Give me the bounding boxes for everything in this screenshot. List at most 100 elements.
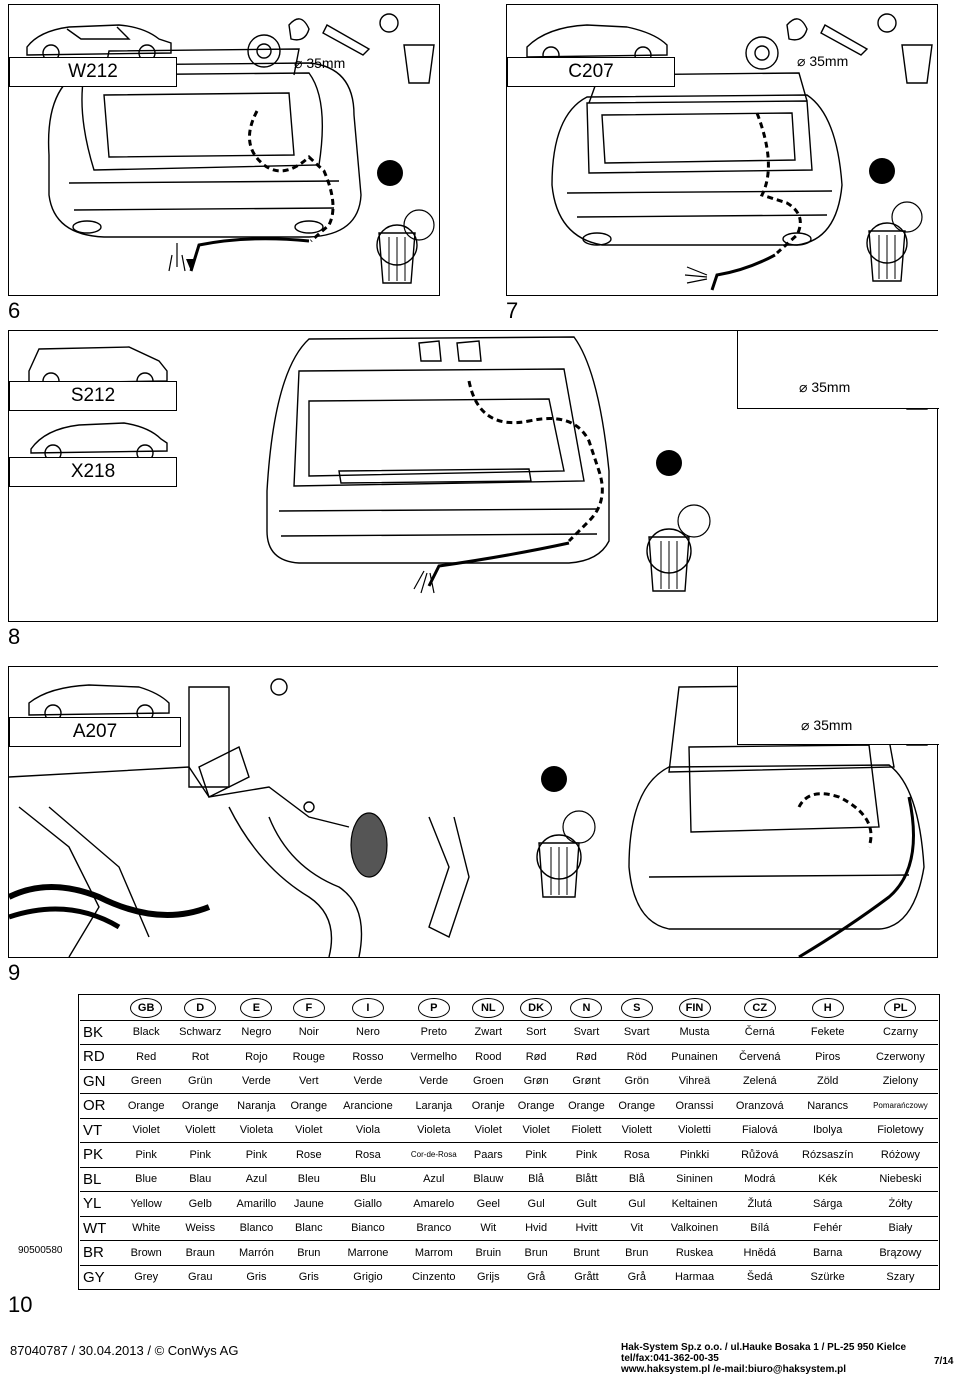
color-name-cell: Černá xyxy=(727,1019,793,1045)
color-name-cell: Narancs xyxy=(792,1093,863,1118)
color-name-cell: Orange xyxy=(283,1093,334,1118)
color-name-cell: Żółty xyxy=(862,1191,938,1216)
step-number-10: 10 xyxy=(8,1292,33,1317)
color-name-cell: Rot xyxy=(171,1044,230,1069)
color-name-cell: Orange xyxy=(561,1093,612,1118)
color-name-cell: Naranja xyxy=(229,1093,284,1118)
code-header xyxy=(80,996,121,1020)
language-code-badge: CZ xyxy=(743,997,776,1018)
color-name-cell: Marrón xyxy=(229,1240,284,1265)
language-header: D xyxy=(171,996,229,1020)
language-header: E xyxy=(229,996,283,1020)
vehicle-model-label: X218 xyxy=(9,457,177,487)
color-name-cell: Red xyxy=(121,1044,172,1069)
step-6-illustration xyxy=(26,13,435,284)
color-name-cell: Brun xyxy=(611,1240,662,1265)
color-name-cell: Czerwony xyxy=(862,1044,938,1069)
color-name-cell: Brązowy xyxy=(862,1240,938,1265)
color-code: RD xyxy=(80,1044,121,1069)
language-header: N xyxy=(561,996,611,1020)
footer-document-ref: 87040787 / 30.04.2013 / © ConWys AG xyxy=(10,1343,239,1358)
color-name-cell: Orange xyxy=(171,1093,230,1118)
color-name-cell: Ibolya xyxy=(792,1117,863,1143)
color-name-cell: Piros xyxy=(792,1044,863,1069)
color-name-cell: Oranssi xyxy=(661,1093,728,1118)
language-header: F xyxy=(284,996,334,1020)
hole-diameter-label: ⌀ 35mm xyxy=(797,53,849,69)
color-name-cell: Violetti xyxy=(661,1117,728,1143)
color-name-cell: Grau xyxy=(171,1264,230,1289)
page-number: 7/14 xyxy=(934,1356,954,1367)
color-name-cell: Amarillo xyxy=(229,1191,284,1216)
color-name-cell: Zöld xyxy=(792,1068,863,1094)
color-code: BL xyxy=(80,1166,121,1192)
color-name-cell: Rózsaszín xyxy=(792,1142,863,1167)
color-name-cell: Grön xyxy=(611,1068,662,1094)
color-name-cell: Giallo xyxy=(333,1191,402,1216)
color-name-cell: Vermelho xyxy=(401,1044,466,1069)
step-9-illustration xyxy=(9,675,932,959)
color-name-cell: Wit xyxy=(465,1215,511,1241)
vehicle-model-label: W212 xyxy=(9,57,177,87)
footer-company-info: Hak-System Sp.z o.o. / ul.Hauke Bosaka 1… xyxy=(621,1342,906,1375)
color-name-cell: Rood xyxy=(465,1044,511,1069)
color-name-cell: Violeta xyxy=(401,1117,466,1143)
color-name-cell: Gul xyxy=(611,1191,662,1216)
color-name-cell: Grün xyxy=(171,1068,230,1094)
diameter-value: 35mm xyxy=(811,379,851,395)
color-name-cell: Violeta xyxy=(229,1117,284,1143)
color-name-cell: Azul xyxy=(401,1166,466,1192)
color-name-cell: Amarelo xyxy=(401,1191,466,1216)
color-code: WT xyxy=(80,1215,121,1241)
color-name-cell: Hnědá xyxy=(727,1240,793,1265)
step-7-panel: C207 ⌀ 35mm xyxy=(506,4,938,296)
color-name-cell: Šedá xyxy=(727,1264,793,1289)
color-name-cell: Blue xyxy=(121,1166,172,1192)
color-name-cell: Zielony xyxy=(862,1068,938,1094)
color-name-cell: Grå xyxy=(611,1264,662,1289)
vehicle-model-label: C207 xyxy=(507,57,675,87)
color-name-cell: Cor-de-Rosa xyxy=(401,1142,466,1167)
color-name-cell: Biały xyxy=(862,1215,938,1241)
color-name-cell: Marrone xyxy=(333,1240,402,1265)
step-6-panel: W212 ⌀ 35mm xyxy=(8,4,440,296)
language-code-badge: N xyxy=(570,997,603,1018)
diameter-value: 35mm xyxy=(809,53,849,69)
color-name-cell: Valkoinen xyxy=(661,1215,728,1241)
document-id: 90500580 xyxy=(18,1245,63,1256)
color-name-cell: Geel xyxy=(465,1191,511,1216)
color-code: GN xyxy=(80,1068,121,1094)
step-number-7: 7 xyxy=(506,298,519,323)
footer-company-web: www.haksystem.pl /e-mail:biuro@haksystem… xyxy=(621,1364,847,1375)
color-name-cell: Negro xyxy=(229,1019,284,1045)
color-name-cell: Schwarz xyxy=(171,1019,230,1045)
color-name-cell: Violet xyxy=(510,1117,562,1143)
color-name-cell: Pink xyxy=(229,1142,284,1167)
color-name-cell: Blauw xyxy=(465,1166,511,1192)
color-name-cell: Orange xyxy=(510,1093,562,1118)
color-name-cell: Sárga xyxy=(792,1191,863,1216)
language-code-badge: S xyxy=(620,997,653,1018)
color-name-cell: Azul xyxy=(229,1166,284,1192)
color-name-cell: Paars xyxy=(465,1142,511,1167)
color-name-cell: Rouge xyxy=(283,1044,334,1069)
color-name-cell: Fiolett xyxy=(561,1117,612,1143)
color-name-cell: Brun xyxy=(510,1240,562,1265)
color-name-cell: Blå xyxy=(611,1166,662,1192)
language-code-badge: D xyxy=(184,997,217,1018)
color-name-cell: Szürke xyxy=(792,1264,863,1289)
color-name-cell: Marrom xyxy=(401,1240,466,1265)
color-name-cell: Grå xyxy=(510,1264,562,1289)
color-name-cell: Gul xyxy=(510,1191,562,1216)
language-code-badge: NL xyxy=(472,997,505,1018)
color-name-cell: Keltainen xyxy=(661,1191,728,1216)
color-name-cell: Harmaa xyxy=(661,1264,728,1289)
color-name-cell: Rosso xyxy=(333,1044,402,1069)
color-name-cell: Arancione xyxy=(333,1093,402,1118)
vehicle-model-label: S212 xyxy=(9,381,177,411)
color-code: VT xyxy=(80,1117,121,1143)
